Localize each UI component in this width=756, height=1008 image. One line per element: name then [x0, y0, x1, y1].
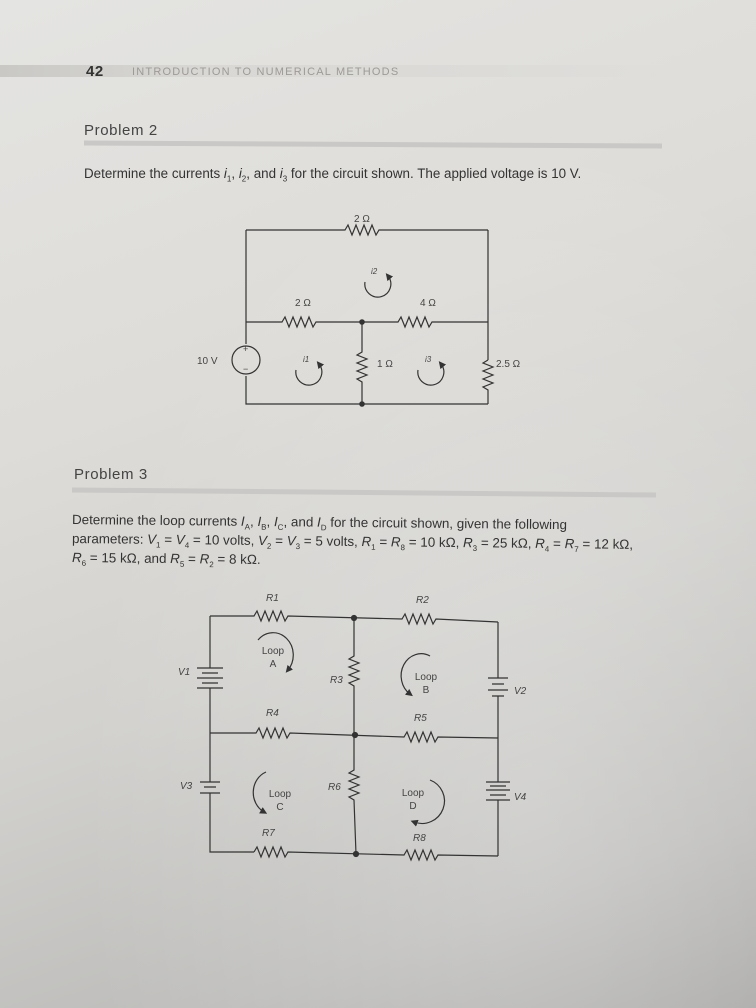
loop-a-arrow — [257, 632, 294, 673]
sub-1: 1 — [226, 174, 232, 184]
label-i1: i1 — [303, 355, 309, 364]
label-v2: V2 — [514, 686, 527, 697]
label-r7: R7 — [262, 828, 275, 839]
resistor-1ohm — [355, 322, 369, 404]
label-loop-d-1: Loop — [402, 788, 425, 799]
label-minus: − — [243, 364, 248, 374]
label-loop-c-1: Loop — [269, 789, 292, 800]
wire-left-3 — [209, 793, 254, 853]
node-p3-mid — [351, 731, 359, 739]
wire-center-r3-r6 — [347, 618, 361, 855]
label-v4: V4 — [514, 792, 527, 803]
node-top — [359, 319, 365, 325]
problem-2-circuit — [231, 223, 495, 407]
label-loop-d-2: D — [409, 801, 416, 812]
battery-v1 — [197, 667, 223, 689]
statement-part-1: Determine the currents — [84, 166, 224, 181]
sub-3: 3 — [282, 174, 288, 184]
label-r1: R1 — [266, 593, 279, 604]
label-r-right: 2.5 Ω — [496, 359, 521, 370]
problem-3-circuit — [197, 609, 510, 862]
loop-b-arrow — [400, 653, 431, 697]
resistor-2p5ohm — [481, 359, 495, 404]
var-i: i — [279, 166, 283, 181]
battery-v2 — [488, 677, 508, 697]
wire-bottom — [245, 376, 488, 405]
loop-d-arrow — [410, 779, 446, 827]
label-plus: + — [243, 344, 248, 354]
label-r-top: 2 Ω — [354, 214, 370, 225]
label-loop-a-2: A — [270, 659, 277, 670]
header-band — [0, 65, 700, 77]
label-r-mid-right: 4 Ω — [420, 298, 436, 309]
label-r8: R8 — [413, 833, 426, 844]
label-r2: R2 — [416, 595, 429, 606]
var-i: i — [223, 166, 227, 181]
loop-i2-arrow — [364, 273, 394, 298]
label-loop-b-2: B — [423, 685, 430, 696]
label-r-mid-left: 2 Ω — [295, 298, 311, 309]
battery-v4 — [486, 781, 510, 801]
loop-c-arrow — [252, 771, 268, 814]
node-bottom — [359, 401, 365, 407]
label-loop-b-1: Loop — [415, 672, 438, 683]
label-r-center: 1 Ω — [377, 359, 393, 370]
chapter-title: INTRODUCTION TO NUMERICAL METHODS — [132, 66, 400, 78]
wire-middle — [246, 315, 488, 329]
label-r3: R3 — [330, 675, 343, 686]
page-number: 42 — [86, 63, 104, 80]
node-p3-top — [350, 614, 358, 622]
label-loop-a-1: Loop — [262, 646, 285, 657]
statement-part-2: for the circuit shown. The applied volta… — [287, 166, 582, 181]
wire-middle-r4-r5 — [210, 726, 499, 744]
problem-2-statement: Determine the currents i1, i2, and i3 fo… — [84, 166, 582, 184]
wire-top-2ohm — [246, 223, 488, 237]
problem-3-title: Problem 3 — [74, 466, 148, 483]
var-i: i — [238, 166, 242, 181]
battery-v3 — [200, 781, 220, 794]
label-v3: V3 — [180, 781, 193, 792]
label-i3: i3 — [425, 355, 432, 364]
label-r6: R6 — [328, 782, 341, 793]
node-p3-bottom — [352, 850, 360, 858]
label-r4: R4 — [266, 708, 279, 719]
label-r5: R5 — [414, 713, 427, 724]
label-v1: V1 — [178, 667, 190, 678]
sub-2: 2 — [241, 174, 247, 184]
label-source: 10 V — [197, 356, 218, 367]
wire-bottom-r7-r8 — [253, 845, 499, 862]
voltage-source-10v — [231, 345, 261, 375]
label-i2: i2 — [371, 267, 378, 276]
wire-top-r1-r2 — [210, 609, 499, 626]
problem-2-title: Problem 2 — [84, 122, 158, 139]
label-loop-c-2: C — [276, 802, 283, 813]
loop-i3-arrow — [417, 361, 447, 386]
loop-i1-arrow — [295, 361, 325, 386]
